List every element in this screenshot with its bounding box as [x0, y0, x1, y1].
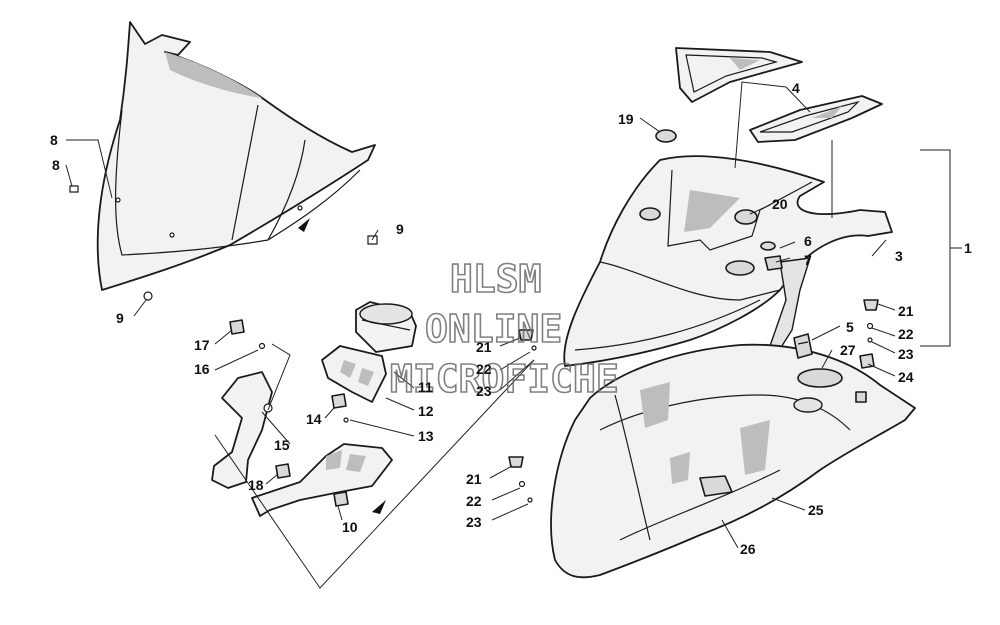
callout-4: 4	[792, 80, 800, 96]
direction-arrow-bracket	[372, 500, 386, 514]
callout-23-mid: 23	[476, 383, 492, 399]
watermark-line3: MICROFICHE	[390, 357, 619, 401]
callout-22-right: 22	[898, 326, 914, 342]
mounting-bracket	[211, 371, 393, 517]
fastener-stacks	[508, 299, 879, 503]
callout-25: 25	[808, 502, 824, 518]
callout-27: 27	[840, 342, 856, 358]
callout-17: 17	[194, 337, 210, 353]
callout-12: 12	[418, 403, 434, 419]
upper-hood	[563, 155, 893, 367]
callout-23-low: 23	[466, 514, 482, 530]
callout-20: 20	[772, 196, 788, 212]
callout-8: 8	[50, 132, 58, 148]
callout-22-low: 22	[466, 493, 482, 509]
callout-1: 1	[964, 240, 972, 256]
callout-22-mid: 22	[476, 361, 492, 377]
callout-9-c: 9	[116, 310, 124, 326]
lower-console	[550, 343, 916, 579]
windshield	[96, 21, 376, 291]
callout-15: 15	[274, 437, 290, 453]
gauge	[355, 301, 417, 353]
direction-arrow-windshield	[298, 218, 310, 232]
callout-24: 24	[898, 369, 914, 385]
watermark-line2: ONLINE	[425, 307, 562, 351]
callout-9-a: 8	[52, 157, 60, 173]
gauge-bracket	[321, 345, 387, 403]
callouts: 8 8 9 9 4 19 20 6 7 3 1 5 27 21 22 23 24…	[50, 80, 972, 557]
watermark-line1: HLSM	[450, 257, 542, 301]
callout-21-low: 21	[466, 471, 482, 487]
callout-11: 11	[418, 379, 433, 395]
callout-21-right: 21	[898, 303, 914, 319]
watermark: HLSM ONLINE MICROFICHE	[389, 256, 619, 402]
callout-23-right: 23	[898, 346, 914, 362]
callout-16: 16	[194, 361, 210, 377]
vent-grilles	[675, 47, 883, 143]
leader-lines	[65, 81, 962, 589]
callout-7: 7	[804, 252, 812, 268]
callout-3: 3	[895, 248, 903, 264]
callout-26: 26	[740, 541, 756, 557]
callout-19: 19	[618, 111, 634, 127]
callout-10: 10	[342, 519, 358, 535]
callout-9-b: 9	[396, 221, 404, 237]
hood-plugs	[655, 129, 783, 271]
callout-14: 14	[306, 411, 322, 427]
callout-18: 18	[248, 477, 264, 493]
callout-6: 6	[804, 233, 812, 249]
switch	[793, 333, 813, 359]
callout-13: 13	[418, 428, 434, 444]
callout-5: 5	[846, 319, 854, 335]
callout-21-mid: 21	[476, 339, 492, 355]
